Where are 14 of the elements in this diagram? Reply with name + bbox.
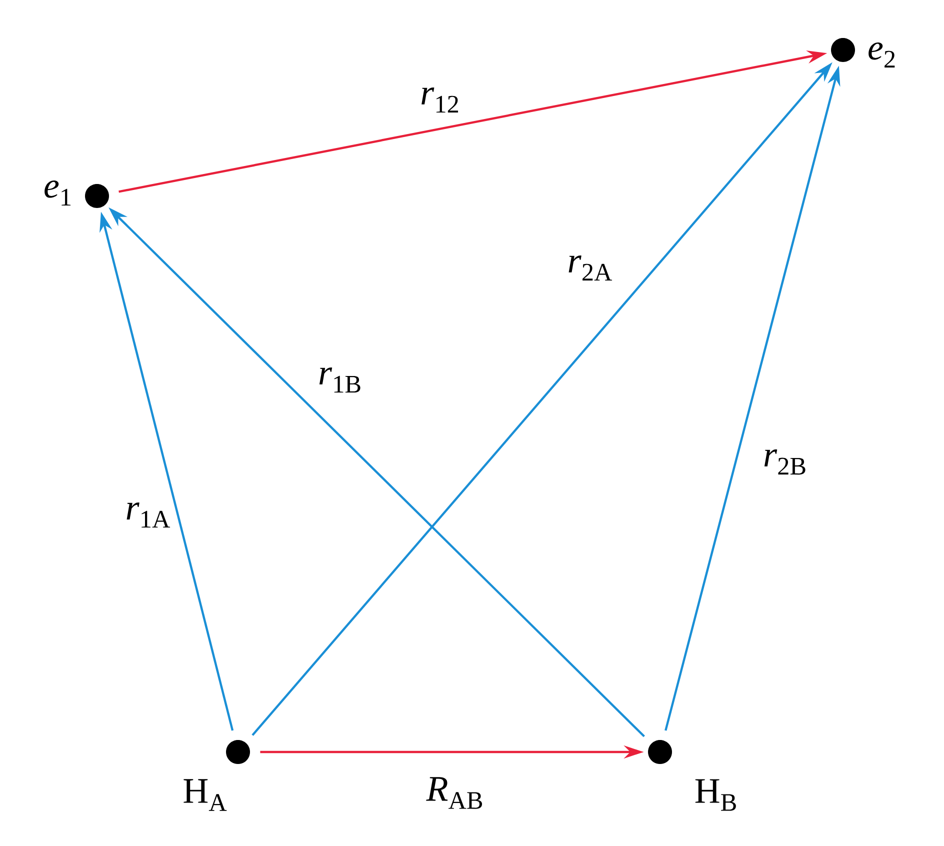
- edge-label: r$_{12}$: [422, 87, 458, 113]
- point-label: e$_{1}$: [44, 180, 71, 206]
- point-dot: [831, 38, 855, 62]
- point-dot: [648, 740, 672, 764]
- edge-label: r$_{2A}$: [568, 255, 612, 281]
- point-label: H$_{A}$: [184, 779, 227, 811]
- edge-label: r$_{2B}$: [764, 449, 806, 475]
- edge-label: r$_{1B}$: [319, 367, 360, 393]
- point-label: e$_{2}$: [868, 42, 895, 68]
- point-dot: [226, 740, 250, 764]
- point-dot: [85, 184, 109, 208]
- point-label: H$_{B}$: [695, 779, 736, 811]
- edge-label: R$_{AB}$: [426, 777, 482, 809]
- edge-label: r$_{1A}$: [126, 502, 170, 528]
